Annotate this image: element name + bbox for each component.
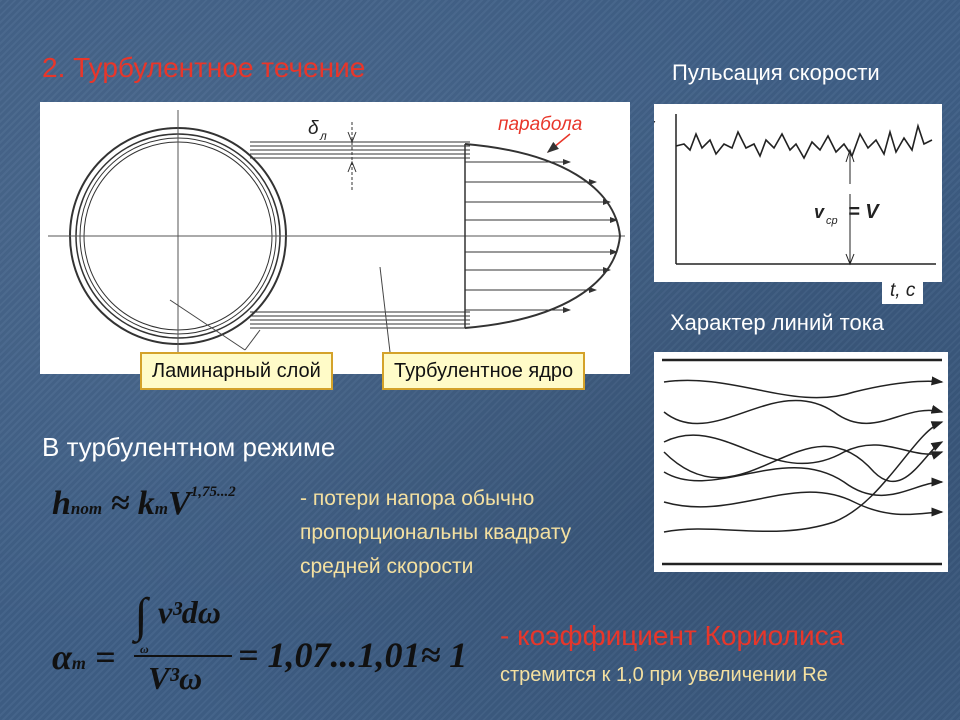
pulsation-signal (675, 123, 933, 160)
regime-heading: В турбулентном режиме (42, 432, 336, 462)
delta-marker (347, 122, 357, 192)
parabola-label: парабола (498, 114, 582, 135)
time-axis-label: t, c (882, 278, 924, 304)
laminar-layer-label: Ламинарный слой (140, 352, 333, 390)
head-loss-h-sub: пот (70, 499, 103, 518)
head-loss-description: - потери напора обычно пропорциональны к… (300, 482, 571, 584)
pipe-diagram: δ л парабола (40, 102, 630, 374)
integral-sub: ω (140, 642, 149, 656)
alpha-sub: т (71, 653, 86, 673)
turbulent-core-label: Турбулентное ядро (382, 352, 586, 390)
coriolis-note: стремится к 1,0 при увеличении Re (500, 664, 828, 686)
y-axis-label: v (654, 115, 656, 134)
pulsation-chart-svg: v v ср = V (646, 114, 936, 266)
alpha-symbol: α (52, 637, 72, 677)
velocity-arrows (465, 159, 618, 313)
mean-eq: = V (848, 201, 880, 223)
pulsation-title: Пульсация скорости (672, 60, 880, 85)
pipe-walls (250, 141, 470, 329)
coriolis-alpha: αт = (52, 636, 115, 678)
velocity-profile (464, 143, 622, 329)
desc-line-3: средней скорости (300, 555, 474, 578)
head-loss-v: V (168, 485, 191, 522)
coriolis-label: - коэффициент Кориолиса (500, 620, 845, 651)
mean-label: v (814, 202, 825, 222)
streamlines (663, 376, 944, 533)
streamlines-title: Характер линий тока (670, 310, 885, 335)
streamlines-svg (662, 358, 944, 566)
mean-sub: ср (826, 215, 838, 227)
desc-line-1: - потери напора обычно (300, 487, 535, 510)
head-loss-k-sub: т (154, 499, 169, 518)
fraction-bar (134, 655, 232, 657)
desc-line-2: пропорциональны квадрату (300, 521, 572, 544)
pipe-diagram-svg: δ л парабола (48, 110, 625, 364)
head-loss-k: k (137, 485, 155, 522)
head-loss-h: h (52, 485, 71, 522)
alpha-eq: = (94, 637, 116, 677)
head-loss-approx: ≈ (110, 485, 130, 522)
coriolis-result: = 1,07...1,01≈ 1 (238, 635, 468, 675)
integral-sign: ∫ (134, 589, 148, 642)
coriolis-numerator: v³dω (158, 594, 221, 630)
slide-title: 2. Турбулентное течение (42, 52, 366, 83)
head-loss-exp: 1,75...2 (190, 484, 236, 500)
pulsation-chart: v v ср = V (646, 104, 942, 282)
head-loss-formula: hпот ≈ kтV1,75...2 (52, 484, 236, 523)
streamlines-panel (654, 352, 948, 572)
delta-label: δ (308, 118, 319, 139)
coriolis-denominator: V³ω (148, 660, 203, 696)
delta-sub: л (319, 129, 327, 143)
